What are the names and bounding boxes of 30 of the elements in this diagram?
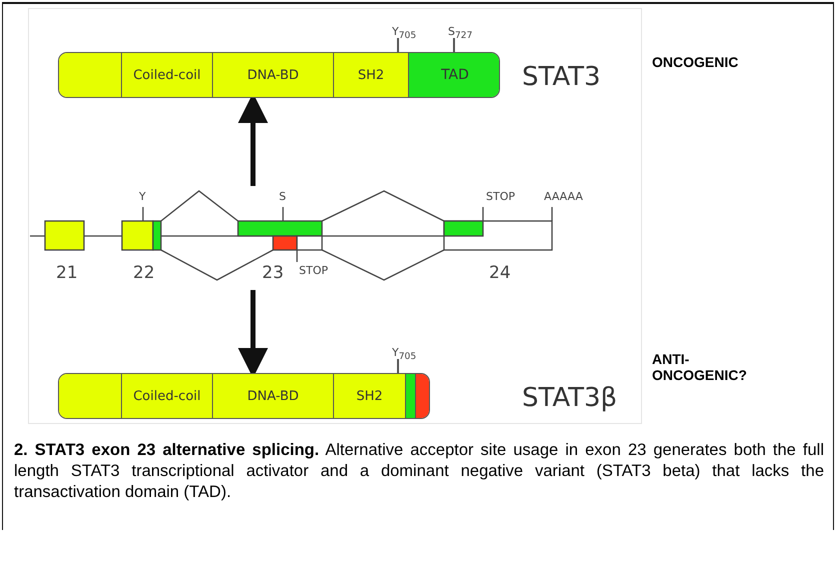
codon-label: STOP [486, 190, 515, 203]
domain-segment [59, 374, 122, 418]
residue-label: Y$_{705}$ [392, 25, 416, 42]
domain-segment: Coiled-coil [122, 374, 213, 418]
protein-name: STAT3β [522, 383, 618, 413]
codon-label: STOP [299, 264, 328, 277]
domain-segment [59, 53, 122, 97]
residue-label: Y [139, 190, 146, 203]
exon-number: 23 [262, 263, 284, 283]
domain-segment [416, 374, 429, 418]
domain-segment: SH2 [334, 53, 409, 97]
protein-bar [58, 52, 500, 98]
domain-segment: Coiled-coil [122, 53, 213, 97]
domain-segment: TAD [409, 53, 499, 97]
annotation-label: ANTI-ONCOGENIC? [652, 351, 748, 383]
domain-segment [406, 374, 416, 418]
exon-number: 21 [56, 263, 78, 283]
exon-number: 22 [133, 263, 155, 283]
annotation-label: ONCOGENIC [652, 54, 738, 70]
domain-segment: DNA-BD [213, 374, 334, 418]
figure-caption: 2. STAT3 exon 23 alternative splicing. Alternative acceptor site usage in exon 23 generates both the full length STAT3 transcriptional activator and a dominant negative variant (STAT3 beta) that lacks the transactivation domain (TAD). [14, 440, 824, 503]
domain-segment: SH2 [334, 374, 406, 418]
protein-bar [58, 373, 430, 419]
protein-name: STAT3 [522, 62, 601, 92]
domain-segment: DNA-BD [213, 53, 334, 97]
exon-number: 24 [489, 263, 511, 283]
polya-label: AAAAA [544, 190, 583, 203]
residue-label: S$_{727}$ [448, 25, 472, 42]
residue-label: S [279, 190, 286, 203]
residue-label: Y$_{705}$ [392, 346, 416, 364]
